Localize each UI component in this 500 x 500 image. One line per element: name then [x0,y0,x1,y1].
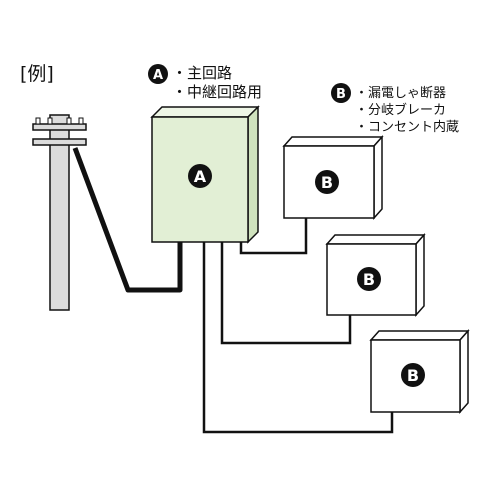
branch-box-b-1: B [282,135,384,220]
main-box-badge-letter: A [194,167,207,186]
insulator-1 [35,117,41,125]
insulator-2 [47,117,53,125]
main-box-badge [188,164,212,188]
legend-a-badge-letter: A [153,68,163,83]
branch-box-3-side [459,329,469,414]
branch-box-b-2: B [325,233,426,317]
insulator-3 [66,117,72,125]
legend-a: A ・主回路 ・中継回路用 [148,64,262,101]
branch-box-b-3: B [369,329,470,414]
service-drop-wire [72,147,183,293]
main-box-side [247,105,259,244]
legend-a-line-2: ・中継回路用 [172,83,262,101]
legend-a-badge [148,64,168,84]
pole-shaft [49,114,70,311]
branch-box-1-badge-letter: B [321,173,333,192]
branch-box-2-side [415,233,425,317]
wires [72,147,394,434]
branch-box-1-top [282,136,384,147]
branch-box-3-top [369,330,470,341]
legend-b-badge-letter: B [336,87,346,102]
legend-b-line-1: ・漏電しゃ断器 [355,85,446,101]
branch-box-1-badge [315,170,339,194]
branch-box-2-top [325,234,426,245]
branch-box-2-badge-letter: B [363,270,375,289]
branch-box-1-side [373,135,383,220]
main-box-top [150,106,260,118]
insulator-4 [78,117,84,125]
branch-box-3-badge-letter: B [407,366,419,385]
feed-wire-branch-3 [202,242,394,434]
legend-a-line-1: ・主回路 [172,64,232,82]
legend-b-line-3: ・コンセント内蔵 [355,119,459,135]
pole-crossarm-lower [32,138,87,146]
feed-wire-branch-1 [239,218,308,255]
main-box-a: A [150,105,260,244]
branch-box-2-badge [357,267,381,291]
example-label: [例] [20,63,54,85]
feed-wire-branch-2 [220,242,352,345]
branch-box-3-badge [401,363,425,387]
utility-pole [32,114,87,311]
legend-b: B ・漏電しゃ断器 ・分岐ブレーカ ・コンセント内蔵 [331,83,459,135]
legend-b-line-2: ・分岐ブレーカ [355,102,446,118]
pole-crossarm-upper [32,123,87,131]
legend-b-badge [331,83,351,103]
